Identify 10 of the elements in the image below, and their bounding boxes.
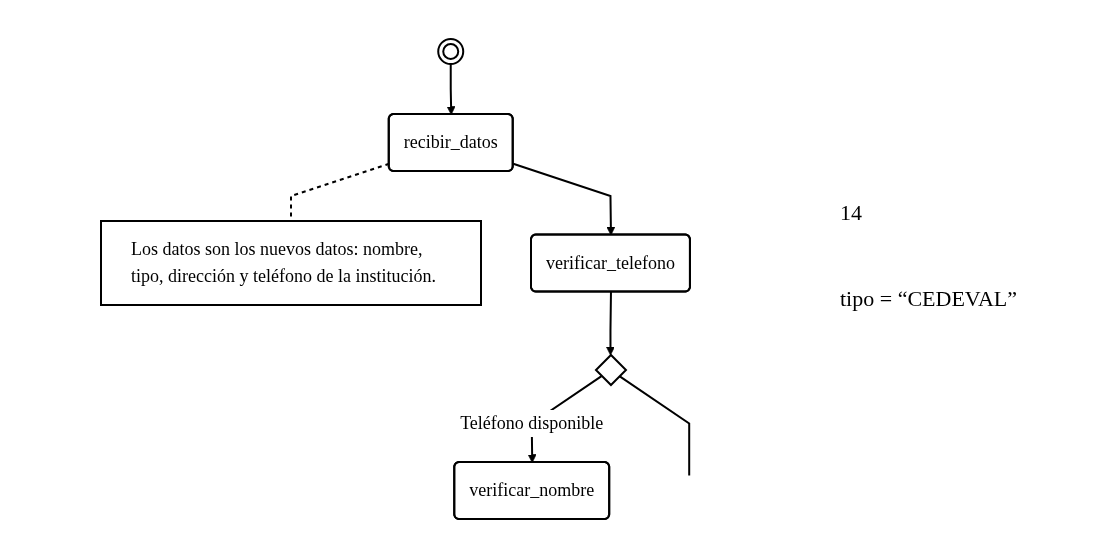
arrow (605, 290, 615, 355)
node-circle (437, 37, 465, 65)
note-text: tipo = “CEDEVAL” (840, 286, 1018, 312)
node-diamond (594, 353, 628, 386)
node-box: Los datos son los nuevos datos: nombre, tipo, dirección y teléfono de la institución. (99, 219, 482, 306)
connector (618, 374, 691, 476)
edge-label: Teléfono disponible (460, 412, 604, 433)
arrow (512, 162, 616, 235)
arrow (446, 62, 456, 115)
page-number: 14 (840, 200, 863, 226)
